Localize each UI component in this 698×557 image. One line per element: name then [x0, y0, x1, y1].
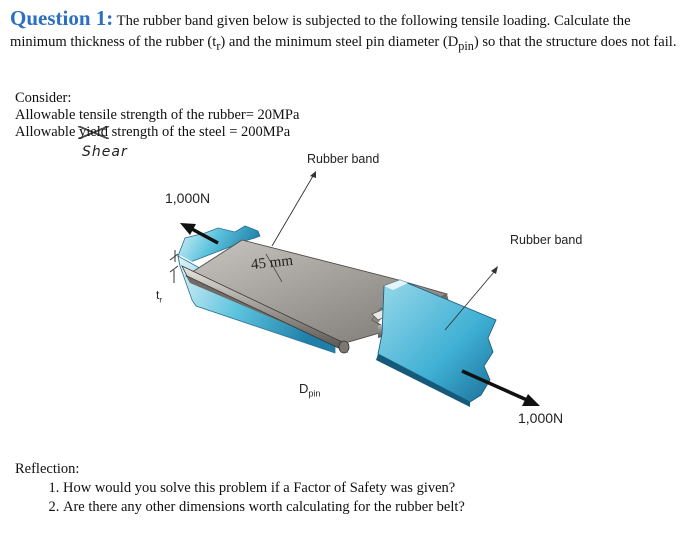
reflection-item: Are there any other dimensions worth cal… [63, 498, 465, 517]
label-force-left: 1,000N [165, 190, 211, 206]
d-subscript: pin [458, 38, 474, 53]
handwritten-shear-note: Shear [82, 144, 128, 160]
reflection-list: How would you solve this problem if a Fa… [15, 479, 465, 517]
question-text-mid: ) and the minimum steel pin diameter (D [220, 34, 459, 50]
right-rubber-band [377, 279, 497, 403]
reflection-item: How would you solve this problem if a Fa… [63, 479, 465, 498]
label-dpin: Dpin [299, 381, 320, 399]
label-tr-main: t [156, 288, 160, 302]
consider-block: Consider: Allowable tensile strength of … [15, 90, 299, 141]
reflection-block: Reflection: How would you solve this pro… [15, 460, 465, 517]
question-text: The rubber band given below is subjected… [10, 13, 631, 50]
label-rubber-band-top: Rubber band [307, 152, 380, 166]
consider-title: Consider: [15, 90, 72, 106]
label-force-right: 1,000N [518, 410, 564, 426]
label-tr: tr [156, 288, 162, 304]
label-rubber-band-right: Rubber band [510, 233, 583, 247]
label-dpin-sub: pin [308, 388, 321, 399]
reflection-title: Reflection: [15, 461, 80, 477]
label-tr-sub: r [159, 295, 163, 305]
question-text-end: ) so that the structure does not fail. [473, 34, 677, 50]
steel-line-suffix: strength of the steel = 200MPa [108, 124, 291, 140]
consider-rubber-strength: Allowable tensile strength of the rubber… [15, 107, 300, 123]
question-number: Question 1: [10, 6, 114, 30]
steel-line-prefix: Allowable [15, 124, 80, 140]
t-subscript: r [216, 38, 221, 53]
question-heading: Question 1: The rubber band given below … [10, 8, 690, 57]
label-dpin-main: D [299, 381, 309, 396]
struck-word: yield [78, 124, 110, 140]
consider-steel-strength: Allowable yield strength of the steel = … [15, 124, 299, 141]
